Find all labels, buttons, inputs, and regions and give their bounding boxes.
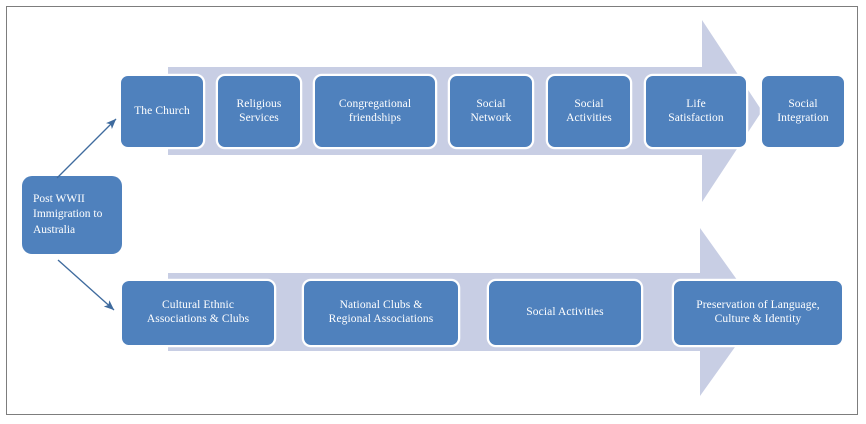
node-social-integration[interactable]: Social Integration (760, 74, 846, 149)
node-line: Religious (236, 97, 282, 110)
source-line-1: Post WWII (33, 193, 85, 206)
connector-source-to-cultural (56, 258, 128, 320)
connector-source-to-church (55, 110, 127, 182)
node-line: Regional Associations (328, 313, 434, 325)
node-social-activities-top[interactable]: Social Activities (546, 74, 632, 149)
bottom-process-arrow (168, 228, 760, 396)
node-line: Social (574, 97, 604, 110)
node-line: Associations & Clubs (146, 313, 250, 325)
node-the-church[interactable]: The Church (119, 74, 205, 149)
node-line: Social Activities (526, 306, 604, 319)
node-national-clubs-regional-associations[interactable]: National Clubs & Regional Associations (302, 279, 460, 347)
node-religious-services[interactable]: Religious Services (216, 74, 302, 149)
node-line: Congregational (338, 97, 412, 110)
node-line: Social (476, 97, 506, 110)
node-post-wwii-immigration[interactable]: Post WWII Immigration to Australia (22, 176, 122, 254)
node-line: Life (686, 97, 706, 110)
node-line: Cultural Ethnic (161, 299, 235, 312)
diagram-frame-border (6, 6, 858, 415)
node-preservation-of-language[interactable]: Preservation of Language, Culture & Iden… (672, 279, 844, 347)
node-line: Network (470, 111, 512, 124)
node-line: Services (239, 111, 279, 124)
node-cultural-ethnic-associations[interactable]: Cultural Ethnic Associations & Clubs (120, 279, 276, 347)
node-line: Preservation of Language, (696, 299, 820, 312)
node-social-network[interactable]: Social Network (448, 74, 534, 149)
node-line: Satisfaction (668, 111, 724, 124)
node-line: Activities (566, 111, 612, 124)
node-line: Integration (777, 111, 829, 124)
node-congregational-friendships[interactable]: Congregational friendships (313, 74, 437, 149)
node-line: friendships (348, 111, 402, 124)
node-life-satisfaction[interactable]: Life Satisfaction (644, 74, 748, 149)
source-line-3: to Australia (33, 208, 103, 236)
node-line: National Clubs & (339, 299, 423, 312)
node-line: Culture & Identity (714, 313, 802, 325)
node-line: Social (788, 97, 818, 110)
source-line-2: Immigration (33, 208, 91, 221)
node-social-activities-bottom[interactable]: Social Activities (487, 279, 643, 347)
node-line: The Church (134, 104, 190, 117)
